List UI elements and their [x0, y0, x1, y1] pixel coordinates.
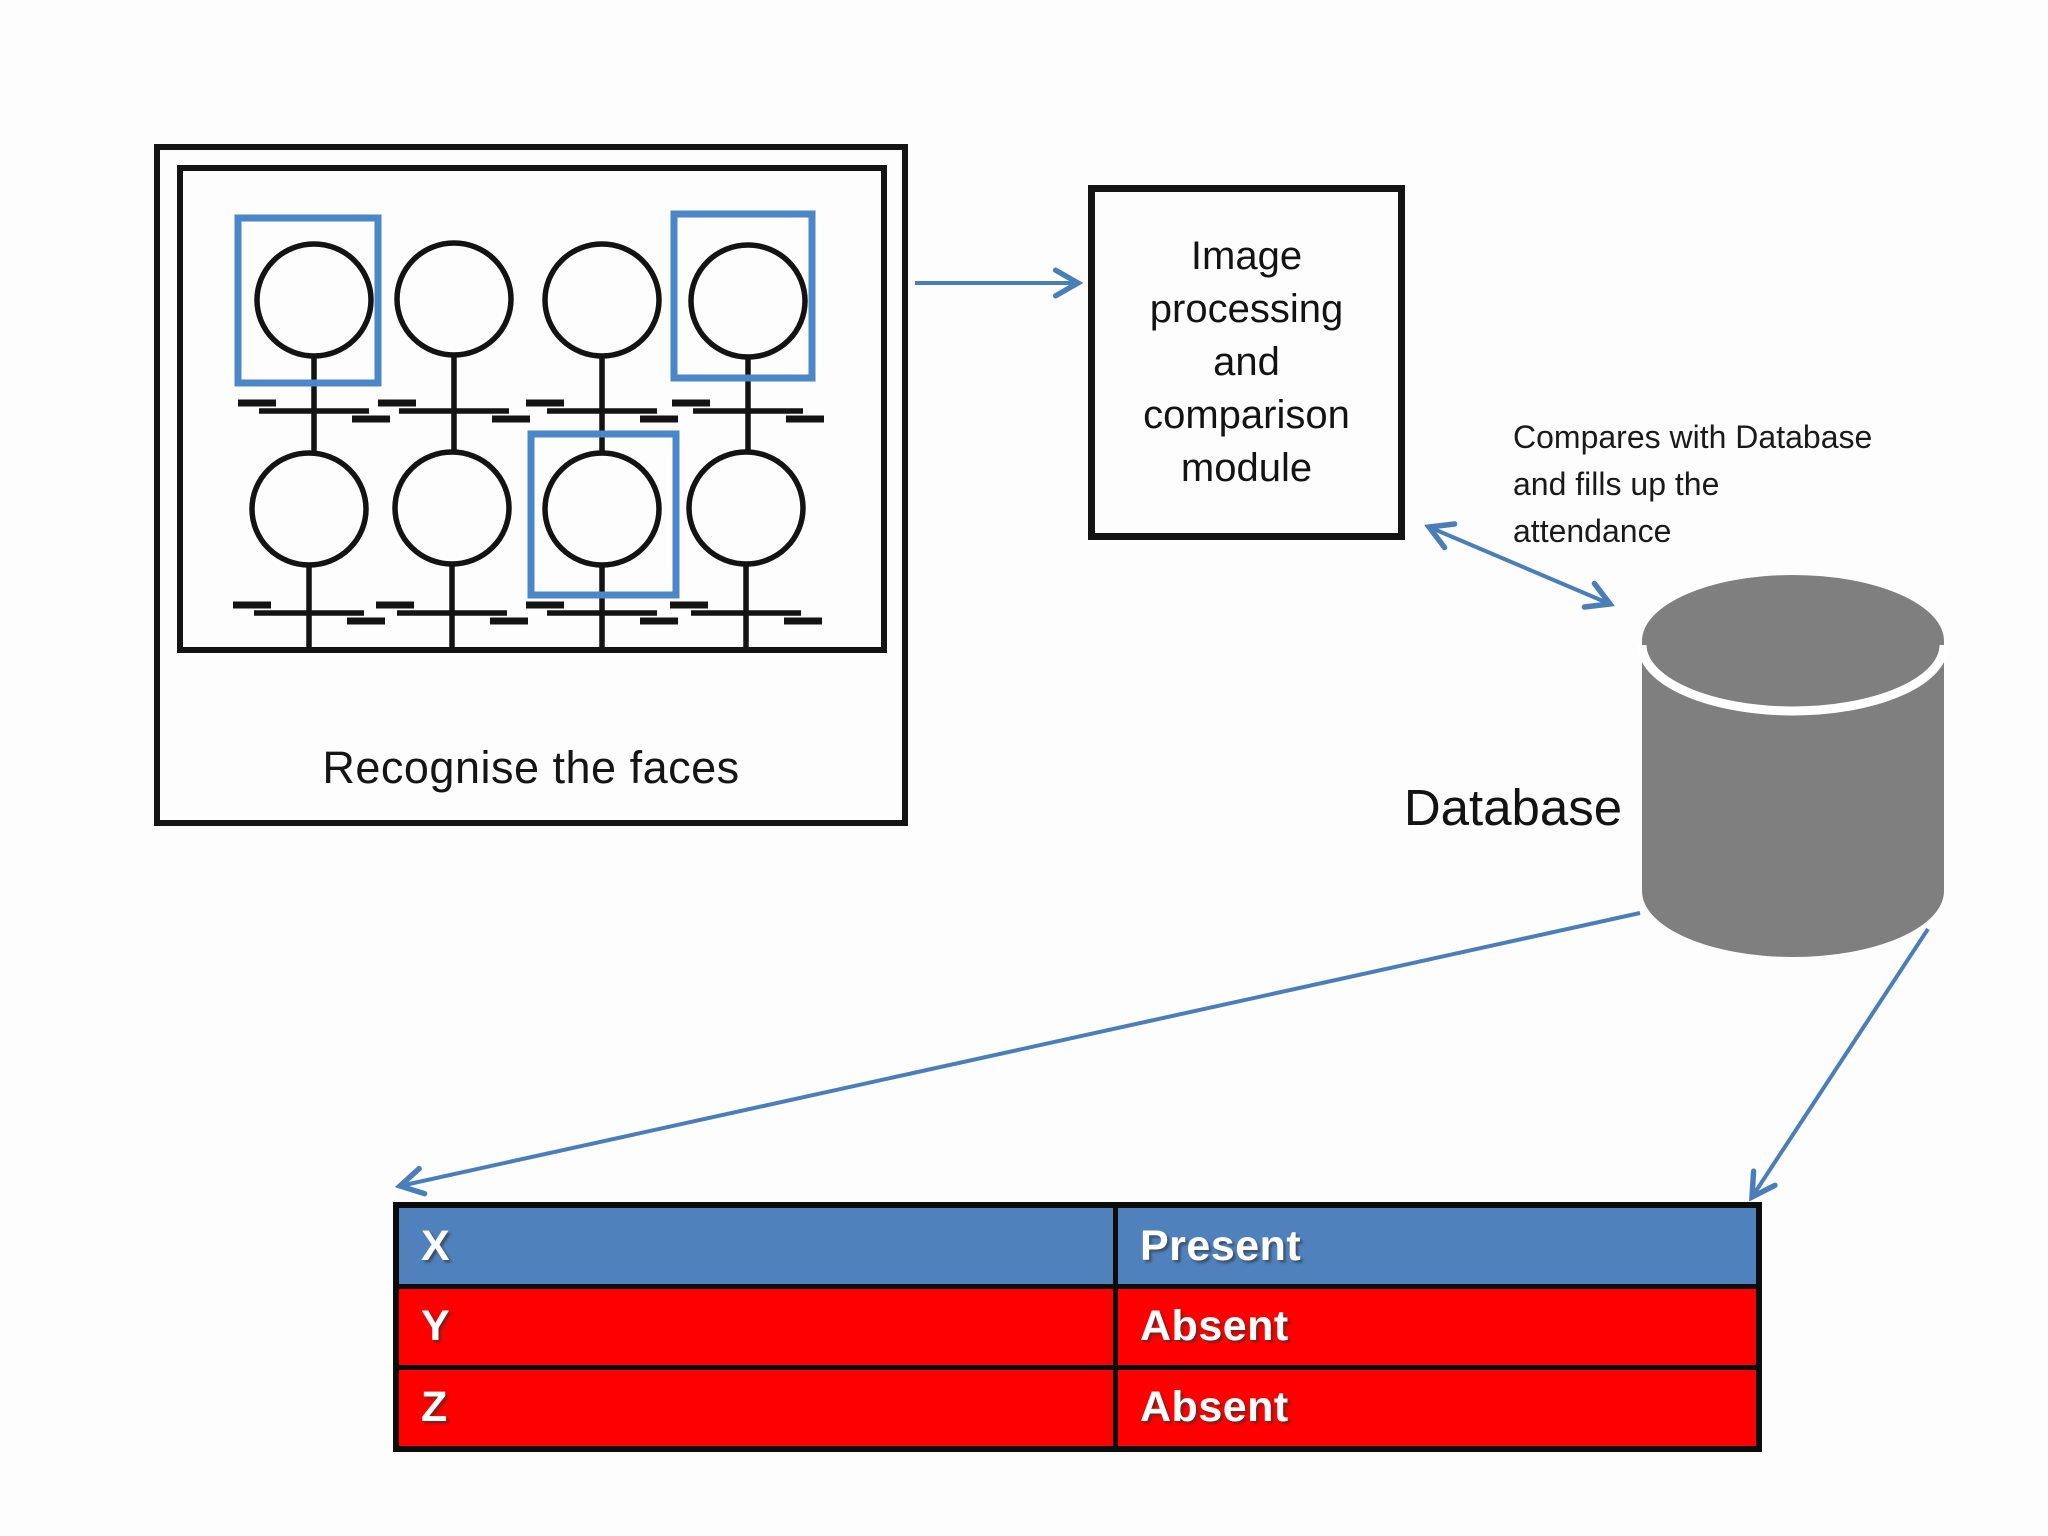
module-box-line: Image — [1190, 234, 1303, 278]
face-highlight-icon — [234, 214, 382, 387]
stick-figure-icon — [672, 242, 824, 452]
status-cell: Absent — [1113, 1364, 1762, 1452]
stick-figure-icon — [378, 240, 530, 452]
module-box-line: processing — [1149, 287, 1344, 331]
student-name-cell: X — [393, 1202, 1118, 1290]
module-box: Image processing and comparison module — [1088, 185, 1405, 540]
face-highlight-icon — [670, 210, 816, 382]
arrow-database-to-table-right — [1752, 927, 1930, 1197]
attendance-table: X Present Y Absent Z Absent — [393, 1202, 1762, 1452]
arrow-database-to-table-left — [400, 911, 1641, 1186]
status-cell: Absent — [1113, 1284, 1762, 1370]
compare-note-line: Compares with Database — [1513, 419, 1873, 455]
module-box-line: module — [1180, 446, 1313, 490]
database-label: Database — [1403, 779, 1623, 836]
faces-panel-caption: Recognise the faces — [322, 742, 740, 793]
module-box-line: comparison — [1143, 393, 1350, 437]
compare-note-line: and fills up the — [1513, 466, 1720, 502]
table-row: Z Absent — [393, 1364, 1762, 1452]
table-row: Y Absent — [393, 1284, 1762, 1370]
stick-figure-icon — [670, 449, 822, 648]
face-highlight-icon — [527, 430, 680, 599]
stick-figure-icon — [238, 241, 390, 452]
stick-figure-icon — [233, 450, 385, 648]
table-row: X Present — [393, 1202, 1762, 1290]
stick-figure-icon — [376, 449, 528, 648]
arrow-module-database — [1429, 527, 1610, 604]
module-box-line: and — [1213, 340, 1280, 384]
status-cell: Present — [1113, 1202, 1762, 1290]
student-name-cell: Y — [393, 1284, 1118, 1370]
student-name-cell: Z — [393, 1364, 1118, 1452]
compare-note-line: attendance — [1513, 513, 1672, 549]
compare-note: Compares with Database and fills up the … — [1513, 414, 1933, 555]
database-cylinder-icon — [1637, 575, 1949, 957]
stick-figure-icon — [526, 450, 678, 648]
